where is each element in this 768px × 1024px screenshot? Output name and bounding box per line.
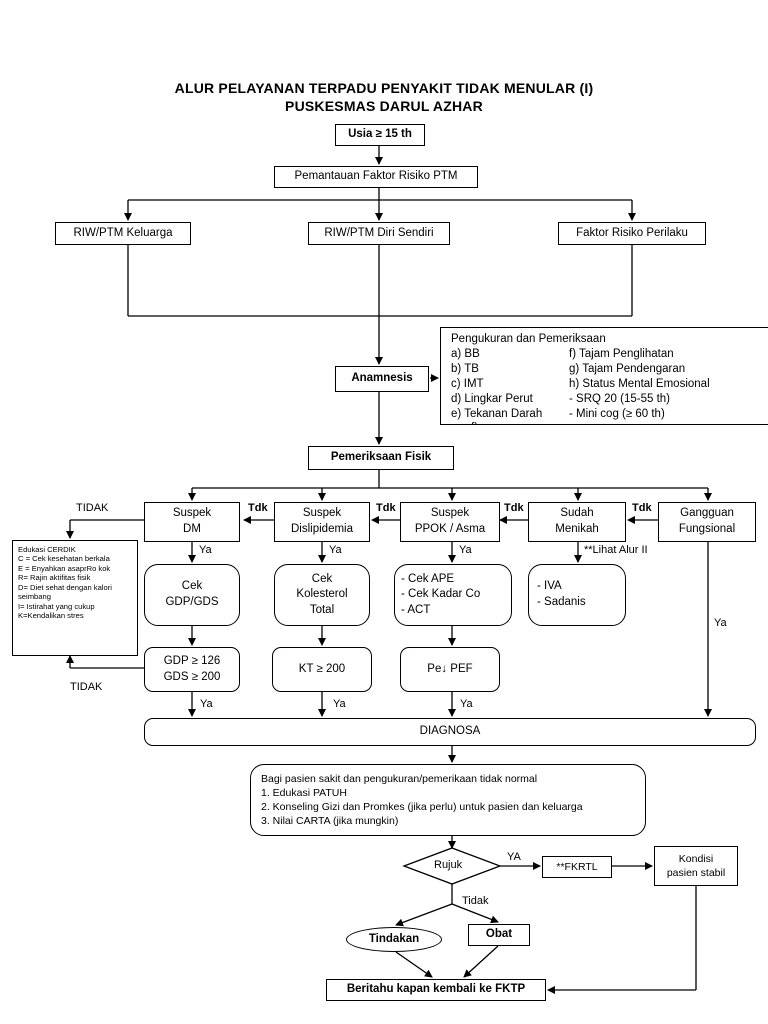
ya-caps-label: YA bbox=[507, 851, 521, 863]
pengukuran-left-item: a) BB bbox=[451, 348, 480, 360]
beritahu-box: Beritahu kapan kembali ke FKTP bbox=[326, 979, 546, 1001]
tdk-label: Tdk bbox=[504, 502, 524, 514]
suspek-ppok-line: PPOK / Asma bbox=[414, 523, 486, 535]
pengukuran-right-item: - SRQ 20 (15-55 th) bbox=[569, 393, 670, 405]
usia-box: Usia ≥ 15 th bbox=[335, 124, 425, 146]
cek-gdp-line: GDP/GDS bbox=[165, 596, 219, 608]
tidak-label: TIDAK bbox=[76, 502, 109, 514]
lihat-alur-label: **Lihat Alur II bbox=[584, 544, 648, 556]
bagi-pasien-line: 2. Konseling Gizi dan Promkes (jika perl… bbox=[261, 801, 583, 813]
edukasi-cerdik-box: Edukasi CERDIK C = Cek kesehatan berkala… bbox=[12, 540, 138, 656]
page-subtitle: PUSKESMAS DARUL AZHAR bbox=[285, 98, 483, 114]
suspek-dm-line: Suspek bbox=[172, 507, 212, 520]
iva-box: - IVA - Sadanis bbox=[528, 564, 626, 626]
cerdik-list: Edukasi CERDIK C = Cek kesehatan berkala… bbox=[18, 545, 132, 621]
kondisi-line: Kondisi bbox=[678, 852, 714, 865]
gdp-result-line: GDS ≥ 200 bbox=[163, 670, 221, 683]
ya-label: Ya bbox=[460, 698, 473, 710]
tdk-label: Tdk bbox=[376, 502, 396, 514]
cek-kolesterol-box: Cek Kolesterol Total bbox=[274, 564, 370, 626]
riw-keluarga-box: RIW/PTM Keluarga bbox=[55, 222, 191, 245]
cek-ppok-box: - Cek APE - Cek Kadar Co - ACT bbox=[394, 564, 512, 626]
gangguan-fungsional-line: Fungsional bbox=[678, 523, 736, 535]
cek-gdp-box: Cek GDP/GDS bbox=[144, 564, 240, 626]
cek-ppok-line: - ACT bbox=[401, 603, 431, 616]
cek-kolesterol-line: Cek bbox=[311, 572, 333, 585]
pengukuran-right-item: - Mini cog (≥ 60 th) bbox=[569, 408, 665, 420]
pengukuran-right-item: g) Tajam Pendengaran bbox=[569, 363, 686, 375]
cek-ppok-line: - Cek Kadar Co bbox=[401, 588, 481, 601]
suspek-dislipidemia-box: Suspek Dislipidemia bbox=[274, 502, 370, 542]
bagi-pasien-line: Bagi pasien sakit dan pengukuran/pemerik… bbox=[261, 772, 538, 785]
cek-ppok-line: - Cek APE bbox=[401, 572, 455, 585]
ya-label: Ya bbox=[714, 617, 727, 629]
pengukuran-heading: Pengukuran dan Pemeriksaan bbox=[451, 333, 606, 345]
pengukuran-box: Pengukuran dan Pemeriksaan a) BB b) TB c… bbox=[440, 327, 768, 425]
cerdik-item: K=Kendalikan stres bbox=[18, 611, 84, 621]
suspek-dm-box: Suspek DM bbox=[144, 502, 240, 542]
pengukuran-right-item: h) Status Mental Emosional bbox=[569, 378, 710, 390]
cerdik-item: D= Diet sehat dengan kalori seimbang bbox=[18, 582, 112, 602]
sudah-menikah-line: Menikah bbox=[555, 523, 599, 535]
rujuk-diamond bbox=[402, 847, 502, 885]
sudah-menikah-line: Sudah bbox=[560, 507, 594, 520]
ya-label: Ya bbox=[200, 698, 213, 710]
ya-label: Ya bbox=[329, 544, 342, 556]
suspek-dm-line: DM bbox=[183, 523, 201, 535]
pengukuran-right-item: f) Tajam Penglihatan bbox=[569, 348, 674, 360]
cerdik-item: I= Istirahat yang cukup bbox=[18, 601, 95, 611]
ya-label: Ya bbox=[333, 698, 346, 710]
iva-line: - IVA bbox=[537, 580, 562, 593]
tidak-label: TIDAK bbox=[70, 681, 103, 693]
bagi-pasien-box: Bagi pasien sakit dan pengukuran/pemerik… bbox=[250, 764, 646, 836]
kondisi-box: Kondisi pasien stabil bbox=[654, 846, 738, 886]
pemeriksaan-fisik-box: Pemeriksaan Fisik bbox=[308, 446, 454, 470]
page-title: ALUR PELAYANAN TERPADU PENYAKIT TIDAK ME… bbox=[174, 80, 594, 96]
pemantauan-box: Pemantauan Faktor Risiko PTM bbox=[274, 166, 478, 188]
faktor-perilaku-box: Faktor Risiko Perilaku bbox=[558, 222, 706, 245]
suspek-dislipidemia-line: Dislipidemia bbox=[291, 523, 353, 535]
fkrtl-box: **FKRTL bbox=[542, 856, 612, 878]
bagi-pasien-line: 1. Edukasi PATUH bbox=[261, 786, 347, 799]
tdk-label: Tdk bbox=[632, 502, 652, 514]
suspek-ppok-box: Suspek PPOK / Asma bbox=[400, 502, 500, 542]
pef-result-box: Pe↓ PEF bbox=[400, 647, 500, 692]
suspek-ppok-line: Suspek bbox=[430, 507, 470, 520]
pengukuran-left-item: c) IMT bbox=[451, 378, 484, 390]
obat-box: Obat bbox=[468, 924, 530, 946]
cerdik-item: R= Rajin aktifitas fisik bbox=[18, 573, 91, 583]
kt-result-box: KT ≥ 200 bbox=[272, 647, 372, 692]
pengukuran-left-item: b) TB bbox=[451, 363, 479, 375]
tidak-rujuk-label: Tidak bbox=[462, 895, 489, 907]
gdp-result-line: GDP ≥ 126 bbox=[163, 654, 221, 667]
riw-diri-box: RIW/PTM Diri Sendiri bbox=[308, 222, 450, 245]
suspek-dislipidemia-line: Suspek bbox=[302, 507, 342, 520]
pengukuran-left-item: f) bbox=[471, 422, 478, 424]
tindakan-ellipse: Tindakan bbox=[346, 927, 442, 952]
gangguan-fungsional-line: Gangguan bbox=[680, 507, 734, 520]
tdk-label: Tdk bbox=[248, 502, 268, 514]
cerdik-item: Edukasi CERDIK bbox=[18, 545, 76, 554]
sudah-menikah-box: Sudah Menikah bbox=[528, 502, 626, 542]
cerdik-item: C = Cek kesehatan berkala bbox=[18, 554, 110, 564]
cerdik-item: E = Enyahkan asaprRo kok bbox=[18, 563, 111, 573]
cek-kolesterol-line: Kolesterol bbox=[296, 588, 348, 601]
rujuk-label: Rujuk bbox=[434, 859, 463, 871]
gdp-result-box: GDP ≥ 126 GDS ≥ 200 bbox=[144, 647, 240, 692]
pengukuran-left-item: d) Lingkar Perut bbox=[451, 393, 533, 405]
anamnesis-box: Anamnesis bbox=[335, 366, 429, 392]
ya-label: Ya bbox=[459, 544, 472, 556]
pengukuran-left-item: e) Tekanan Darah bbox=[451, 408, 543, 420]
diagnosa-box: DIAGNOSA bbox=[144, 718, 756, 746]
cek-gdp-line: Cek bbox=[181, 580, 203, 593]
iva-line: - Sadanis bbox=[537, 596, 586, 608]
gangguan-fungsional-box: Gangguan Fungsional bbox=[658, 502, 756, 542]
bagi-pasien-line: 3. Nilai CARTA (jika mungkin) bbox=[261, 815, 399, 828]
kondisi-line: pasien stabil bbox=[666, 867, 726, 879]
cek-kolesterol-line: Total bbox=[309, 603, 335, 616]
ya-label: Ya bbox=[199, 544, 212, 556]
